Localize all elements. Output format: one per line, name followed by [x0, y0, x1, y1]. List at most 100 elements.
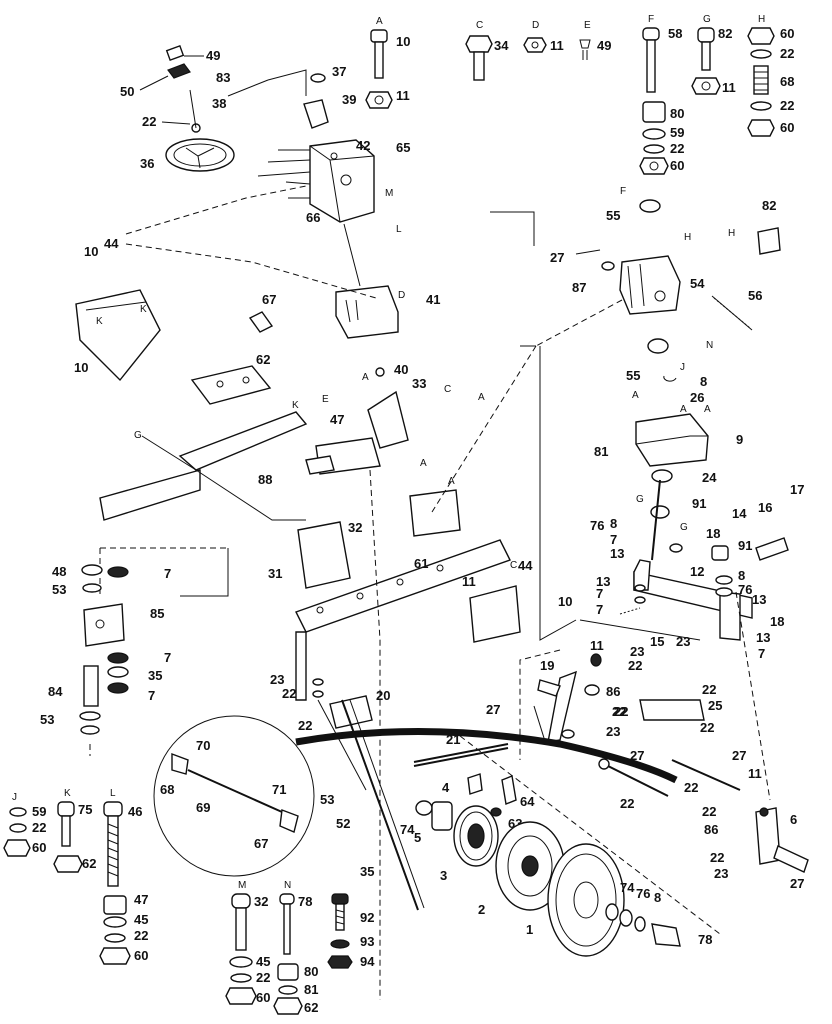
part-label-7-a: 7 — [164, 566, 171, 581]
ref-letter-l-2: L — [110, 788, 116, 799]
part-label-15: 15 — [650, 634, 664, 649]
part-label-78: 78 — [298, 894, 312, 909]
hardware-group-h: H 60 22 68 22 60 — [747, 14, 794, 137]
hardware-group-bolt-92: 92 93 94 — [327, 893, 375, 969]
part-label-28-right: 27 — [790, 876, 804, 891]
part-label-13-b: 13 — [596, 574, 610, 589]
part-label-71: 68 — [160, 782, 174, 797]
pedal-bracket-42: 41 D — [335, 285, 440, 339]
ref-letter-f: F — [648, 14, 654, 25]
part-label-22-j: 22 — [282, 686, 296, 701]
part-label-87-b: 86 — [606, 684, 620, 699]
part-label-66: 65 — [396, 140, 410, 155]
part-label-12: 12 — [690, 564, 704, 579]
ref-letter-h: H — [758, 14, 765, 25]
part-label-51: 50 — [120, 84, 134, 99]
part-label-70: 67 — [254, 836, 268, 851]
part-label-79: 78 — [698, 932, 712, 947]
part-label-22-f2: 22 — [702, 804, 716, 819]
part-label-20: 20 — [376, 688, 390, 703]
part-label-24: 24 — [702, 470, 717, 485]
part-label-77-b: 76 — [738, 582, 752, 597]
left-spindle-group: 48 53 7 85 7 35 7 84 53 — [40, 564, 171, 756]
part-label-54-c: 53 — [320, 792, 334, 807]
part-label-19: 19 — [540, 658, 554, 673]
part-label-55: 54 — [690, 276, 705, 291]
part-label-22-h1: 22 — [780, 46, 794, 61]
part-label-11: 11 — [396, 88, 410, 103]
ref-letter-h-3: H — [728, 228, 735, 239]
part-label-14: 14 — [732, 506, 747, 521]
part-label-63: 62 — [256, 352, 270, 367]
part-label-59-j: 59 — [32, 804, 46, 819]
part-label-56-a: 55 — [606, 208, 620, 223]
part-label-46: 46 — [128, 804, 142, 819]
part-label-28-center: 27 — [486, 702, 500, 717]
part-label-45-l: 45 — [134, 912, 148, 927]
part-label-38: 37 — [332, 64, 346, 79]
part-label-43: 42 — [356, 138, 370, 153]
part-label-91-b: 91 — [738, 538, 752, 553]
ref-letter-c-2: C — [444, 384, 451, 395]
part-label-22-k: 22 — [298, 718, 312, 733]
ref-letter-j-2: J — [12, 792, 17, 803]
part-label-35: 35 — [360, 864, 374, 879]
part-label-52: 52 — [336, 816, 350, 831]
hardware-group-d: D 11 — [523, 20, 564, 53]
ref-letter-f-2: F — [620, 186, 626, 197]
ref-letter-k-2: K — [140, 304, 147, 315]
part-label-13-d: 13 — [756, 630, 770, 645]
part-label-11-right: 11 — [748, 766, 762, 781]
part-label-22-g: 22 — [710, 850, 724, 865]
part-label-60-f: 60 — [670, 158, 684, 173]
hardware-group-c: C 34 — [465, 20, 509, 81]
part-label-44: 44 — [104, 236, 119, 251]
part-label-4: 4 — [442, 780, 450, 795]
ref-letter-a-8: A — [704, 404, 711, 415]
part-label-22-h2: 22 — [780, 98, 794, 113]
ref-letter-c: C — [476, 20, 483, 31]
ref-letter-m: M — [385, 188, 393, 199]
part-label-22-b: 22 — [702, 682, 716, 697]
part-label-62-k: 62 — [82, 856, 96, 871]
ref-letter-j: J — [680, 362, 685, 373]
part-label-7-d: 7 — [610, 532, 617, 547]
part-label-1: 1 — [526, 922, 533, 937]
part-label-75: 75 — [78, 802, 92, 817]
part-label-94: 94 — [360, 954, 375, 969]
part-label-48: 47 — [330, 412, 344, 427]
ref-letter-h-2: H — [684, 232, 691, 243]
part-label-22-i: 22 — [620, 796, 634, 811]
right-upper-assembly: F 55 82 H H 27 87 54 56 N 55 J — [535, 186, 781, 383]
part-label-36: 35 — [148, 668, 162, 683]
ref-letter-a-3: A — [478, 392, 485, 403]
ref-letter-a-4: A — [420, 458, 427, 469]
part-label-11-g: 11 — [722, 80, 736, 95]
ref-letter-a: A — [376, 16, 383, 27]
part-label-9: 9 — [736, 432, 743, 447]
part-label-27-a: 27 — [630, 748, 644, 763]
right-pivot-assembly: 8 26 A A A 9 81 24 G 91 G — [594, 374, 743, 561]
ref-letter-k-3: K — [292, 400, 299, 411]
part-label-76-a: 74 — [400, 822, 415, 837]
part-label-22-c: 22 — [612, 704, 626, 719]
part-label-8-c: 8 — [738, 568, 745, 583]
part-label-3: 3 — [440, 868, 447, 883]
part-label-11-center: 11 — [462, 574, 476, 589]
part-label-30: 31 — [268, 566, 282, 581]
part-label-44-center: 44 — [518, 558, 533, 573]
part-label-41: 40 — [394, 362, 408, 377]
part-label-7-b: 7 — [164, 650, 171, 665]
part-label-60-h2: 60 — [780, 120, 794, 135]
ref-letter-n: N — [706, 340, 713, 351]
part-label-93: 93 — [360, 934, 374, 949]
part-label-22-m: 22 — [256, 970, 270, 985]
part-label-7-g: 7 — [758, 646, 765, 661]
part-label-25: 25 — [708, 698, 722, 713]
hardware-group-k: K 75 62 — [53, 788, 96, 873]
part-label-76-b: 74 — [620, 880, 635, 895]
part-label-54-a: 53 — [52, 582, 66, 597]
part-label-22-f: 22 — [670, 141, 684, 156]
part-label-37: 36 — [140, 156, 154, 171]
hardware-group-m: M 32 45 22 60 — [225, 880, 270, 1005]
